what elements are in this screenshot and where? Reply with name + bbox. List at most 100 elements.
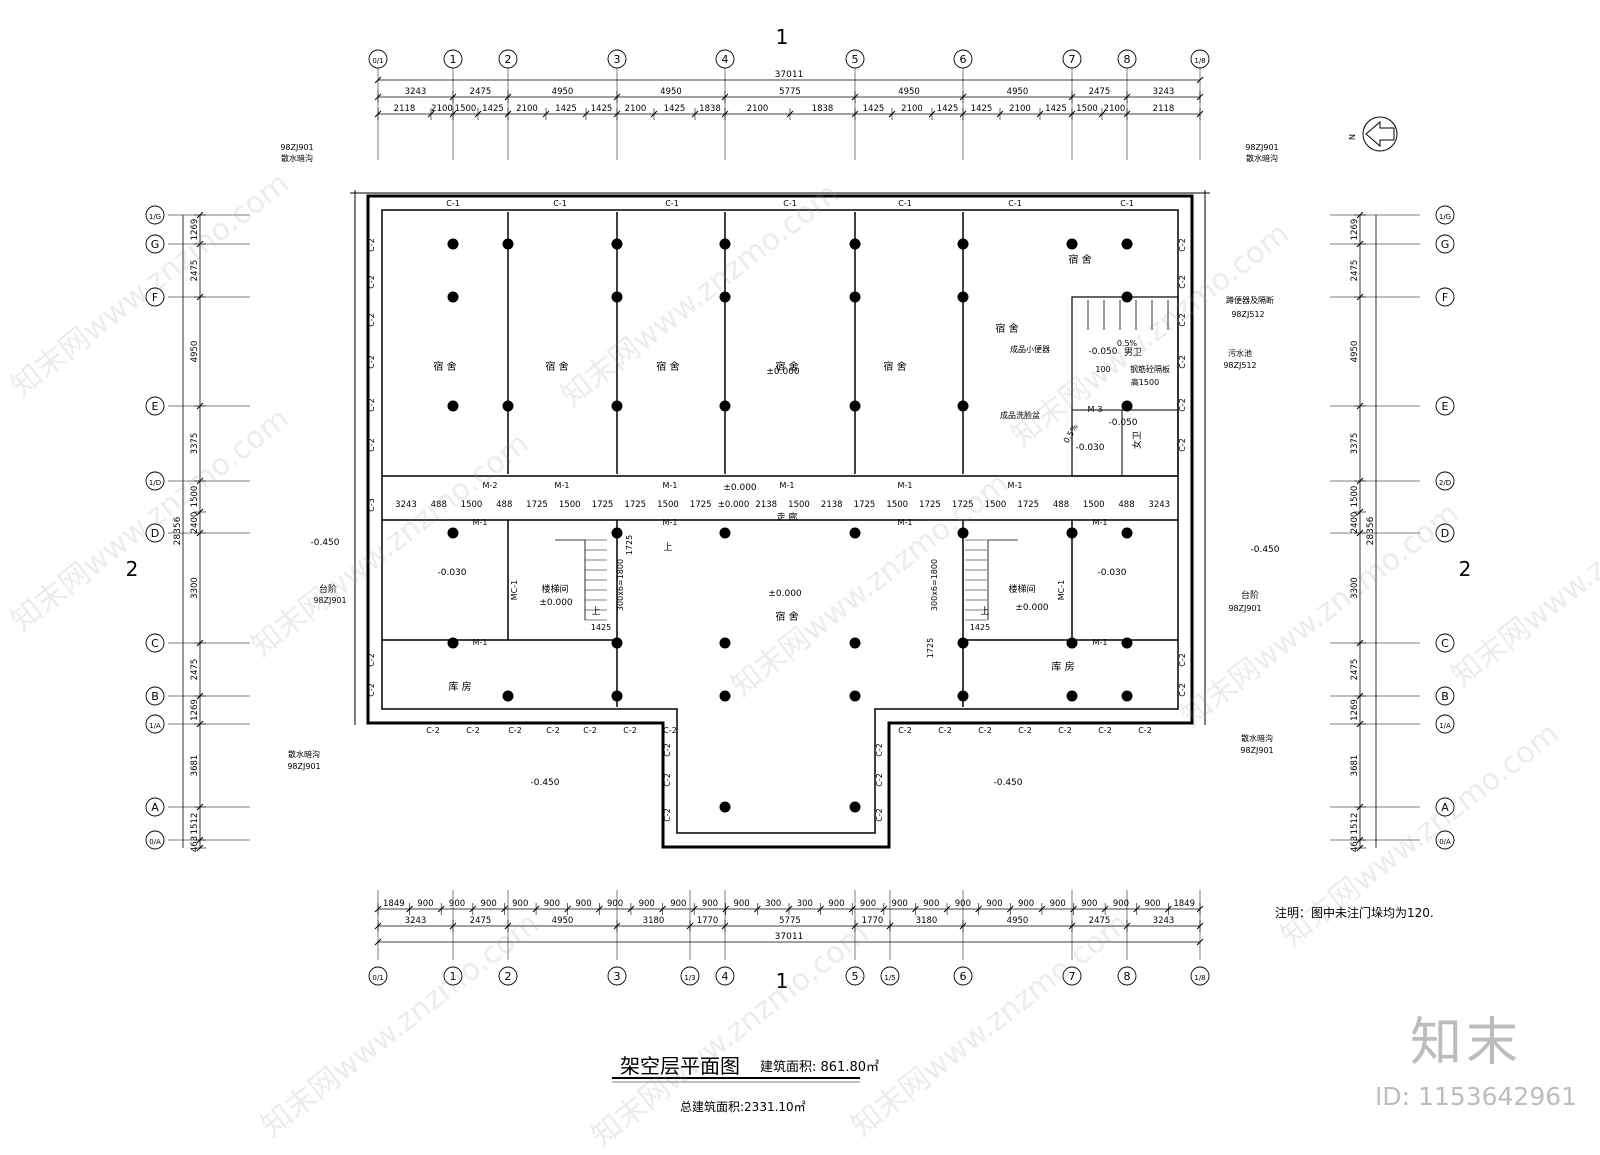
- dim-tick: [196, 508, 204, 516]
- axis-bubble: [145, 471, 165, 491]
- column-mark: [1066, 637, 1078, 649]
- corridor-dim: 3243: [395, 500, 417, 510]
- axis-bubble: [1117, 966, 1137, 986]
- dim-text: 4950: [898, 87, 920, 97]
- axis-label: 1/8: [1194, 57, 1205, 65]
- total-building-area: 总建筑面积:2331.10㎡: [680, 1100, 806, 1114]
- window-c2: C-2: [1018, 726, 1032, 735]
- room-dorm: 宿 舍: [775, 610, 798, 623]
- column-mark: [957, 527, 969, 539]
- dim-text: 900: [544, 899, 560, 909]
- dim-text: 4950: [1007, 87, 1029, 97]
- dim-tick: [627, 905, 635, 913]
- dim-text: 900: [639, 899, 655, 909]
- room-dorm: 宿 舍: [883, 360, 906, 373]
- drawing-title: 架空层平面图: [620, 1054, 740, 1078]
- side-mark-right: 2: [1459, 557, 1472, 581]
- brand-logo: 知末: [1410, 1013, 1523, 1073]
- axis-bubble: [1190, 966, 1210, 986]
- level-030: -0.030: [1075, 443, 1104, 453]
- axis-bubble: [1435, 633, 1455, 653]
- room-stair: 楼梯间: [541, 583, 568, 595]
- label-100: 100: [1095, 365, 1110, 374]
- axis-bubble: [845, 966, 865, 986]
- label-drain: 散水暗沟: [288, 749, 320, 759]
- axis-bubble: [1435, 714, 1455, 734]
- axis-label: E: [152, 400, 159, 413]
- column-mark: [719, 527, 731, 539]
- room-dorm: 宿 舍: [656, 360, 679, 373]
- axis-label: 1/G: [1439, 213, 1451, 221]
- dim-tick: [785, 905, 793, 913]
- door-m1: M-1: [898, 481, 913, 490]
- axis-label: 4: [722, 53, 729, 66]
- corridor-dim: 2138: [755, 500, 777, 510]
- ref-901: 98ZJ901: [1240, 746, 1273, 755]
- room-dorm: 宿 舍: [775, 360, 798, 373]
- column-mark: [611, 690, 623, 702]
- north-arrow: [1365, 120, 1395, 148]
- label-drain: 散水暗沟: [281, 153, 313, 163]
- corridor-dim: 3243: [1148, 500, 1170, 510]
- window-c2: C-2: [663, 773, 672, 787]
- column-mark: [1066, 690, 1078, 702]
- dim-tick: [912, 905, 919, 913]
- dim-overall-bottom: 37011: [775, 932, 804, 942]
- axis-label: 1/G: [149, 213, 161, 221]
- door-m1: M-1: [473, 638, 488, 647]
- room-female-wc: 女卫: [1131, 431, 1143, 449]
- axis-bubble: [1435, 234, 1455, 254]
- ref-901: 98ZJ901: [280, 143, 313, 152]
- door-m1: M-1: [1093, 638, 1108, 647]
- corridor-dim: 488: [1118, 500, 1134, 510]
- axis-label: 8: [1124, 53, 1131, 66]
- dim-tick: [943, 905, 951, 913]
- dim-text: 900: [1050, 899, 1066, 909]
- dim-text: 3681: [190, 755, 200, 777]
- column-mark: [502, 238, 514, 250]
- dim-text: 2118: [394, 104, 416, 114]
- dim-text: 3243: [1153, 916, 1175, 926]
- dim-text: 900: [1113, 899, 1129, 909]
- dim-text: 2400: [1350, 512, 1360, 534]
- dim-text: 2475: [190, 260, 200, 282]
- axis-bubble: [1435, 287, 1455, 307]
- dim-text: 900: [1081, 899, 1097, 909]
- stair-dim: 300x6=1800: [616, 559, 625, 611]
- axis-label: 0/A: [149, 838, 161, 846]
- stair-l: 1725: [625, 535, 634, 555]
- column-mark: [611, 527, 623, 539]
- dim-text: 3243: [1153, 87, 1175, 97]
- dim-text: 900: [1144, 899, 1160, 909]
- axis-label: 5: [852, 53, 859, 66]
- dim-text: 5775: [779, 916, 801, 926]
- dim-text: 1770: [697, 916, 719, 926]
- ref-512: 98ZJ512: [1231, 310, 1264, 319]
- axis-bubble: [145, 234, 165, 254]
- corridor-dim: 1725: [526, 500, 548, 510]
- axis-bubble: [145, 714, 165, 734]
- axis-label: 7: [1069, 970, 1076, 983]
- axis-bubble: [145, 205, 165, 225]
- window-c2: C-2: [898, 726, 912, 735]
- dim-text: 1425: [482, 104, 504, 114]
- dim-text: 2475: [190, 659, 200, 681]
- dim-text: 2100: [1104, 104, 1126, 114]
- window-c2: C-2: [367, 355, 376, 369]
- level-zero: ±0.000: [539, 598, 573, 608]
- axis-bubble: [1435, 686, 1455, 706]
- dim-tick: [474, 110, 482, 118]
- corridor-dim: 1500: [461, 500, 483, 510]
- dim-text: 1500: [455, 104, 477, 114]
- dim-text: 4950: [1007, 916, 1029, 926]
- dim-text: 3375: [1350, 433, 1360, 455]
- window-c2: C-2: [367, 653, 376, 667]
- window-c2: C-2: [1178, 398, 1187, 412]
- window-c2: C-2: [508, 726, 522, 735]
- dim-text: 300: [765, 899, 781, 909]
- axis-label: B: [151, 690, 159, 703]
- corridor-dim: 1500: [886, 500, 908, 510]
- stair-up: 上: [591, 606, 600, 617]
- window-c2: C-2: [367, 683, 376, 697]
